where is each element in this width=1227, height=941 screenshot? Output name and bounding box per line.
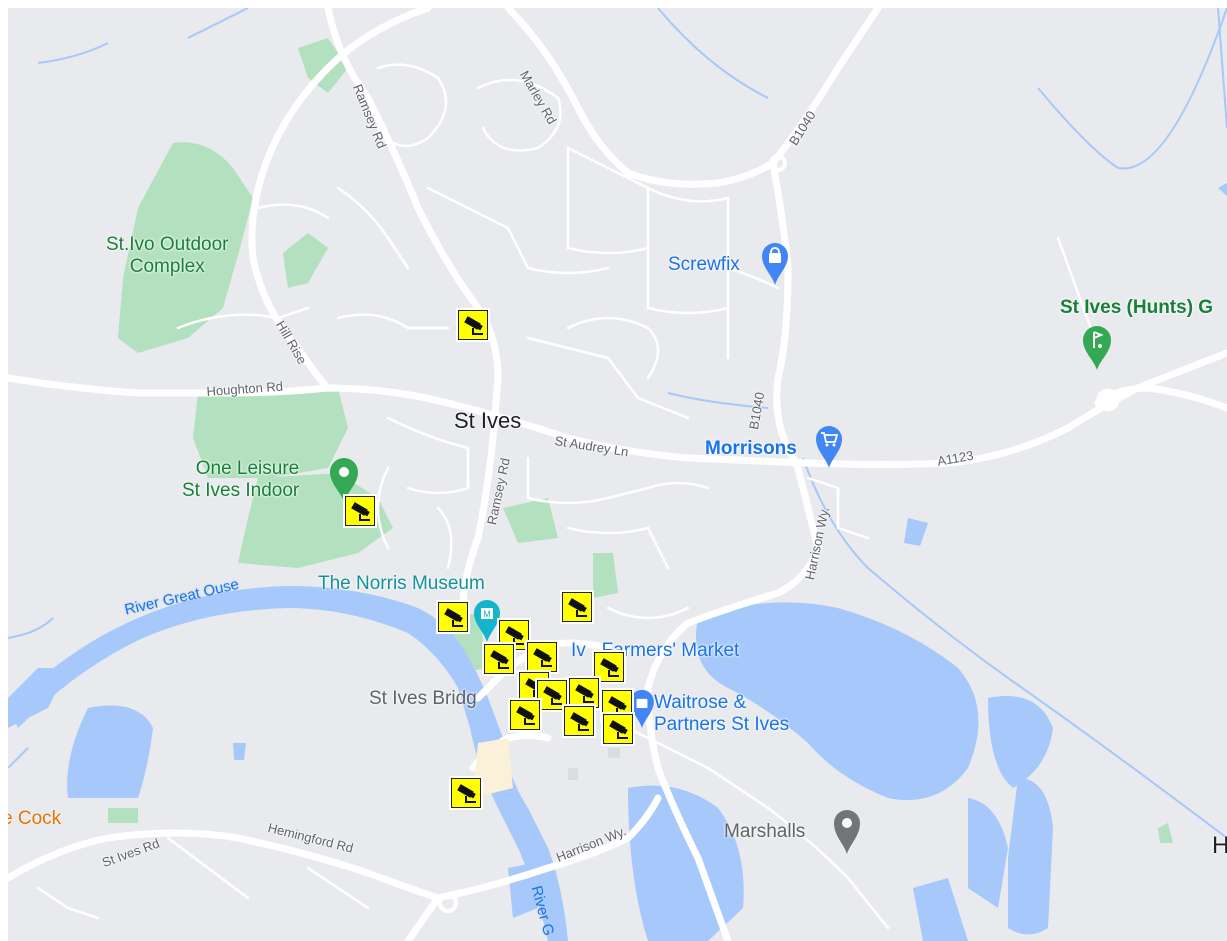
place-label-cock[interactable]: e Cock — [8, 808, 62, 829]
place-label-edge-h[interactable]: H — [1212, 832, 1227, 859]
place-label-st-ives-bridge[interactable]: St Ives Bridg — [369, 688, 477, 709]
svg-text:M: M — [483, 609, 491, 619]
pedestrian-area — [473, 738, 513, 798]
place-label-morrisons[interactable]: Morrisons — [705, 438, 797, 459]
shopping-cart-icon[interactable] — [814, 424, 844, 468]
place-label-st-ivo-outdoor[interactable]: St.Ivo Outdoor Complex — [106, 234, 229, 277]
main-roads — [8, 8, 1227, 941]
shopping-bag-icon[interactable] — [628, 688, 656, 728]
cctv-camera-icon[interactable] — [456, 308, 490, 342]
cctv-camera-icon[interactable] — [560, 590, 594, 624]
map-canvas[interactable]: Marley Rd Ramsey Rd B1040 Hill Rise Houg… — [8, 8, 1227, 941]
shopping-bag-icon[interactable] — [760, 241, 790, 285]
golf-icon[interactable] — [1081, 324, 1113, 370]
streams — [8, 8, 1227, 839]
town-label: St Ives — [454, 408, 522, 433]
place-label-marshalls[interactable]: Marshalls — [724, 821, 806, 842]
water-bodies — [8, 183, 1227, 941]
place-label-norris-museum[interactable]: The Norris Museum — [318, 573, 485, 594]
cctv-camera-icon[interactable] — [508, 698, 542, 732]
location-pin-icon[interactable] — [832, 808, 862, 854]
place-label-golf[interactable]: St Ives (Hunts) G — [1060, 297, 1214, 318]
place-label-one-leisure[interactable]: One Leisure St Ives Indoor — [182, 458, 300, 501]
cctv-camera-icon[interactable] — [525, 640, 559, 674]
leisure-pin-icon[interactable] — [328, 456, 360, 502]
place-label-waitrose[interactable]: Waitrose & Partners St Ives — [654, 692, 790, 735]
place-label-screwfix[interactable]: Screwfix — [668, 254, 740, 275]
cctv-camera-icon[interactable] — [343, 494, 377, 528]
cctv-camera-icon[interactable] — [562, 704, 596, 738]
cctv-camera-icon[interactable] — [436, 600, 470, 634]
museum-icon[interactable]: M — [472, 598, 502, 642]
cctv-camera-icon[interactable] — [482, 642, 516, 676]
cctv-camera-icon[interactable] — [449, 776, 483, 810]
map-base-layer — [8, 8, 1227, 941]
cctv-camera-icon[interactable] — [601, 712, 635, 746]
